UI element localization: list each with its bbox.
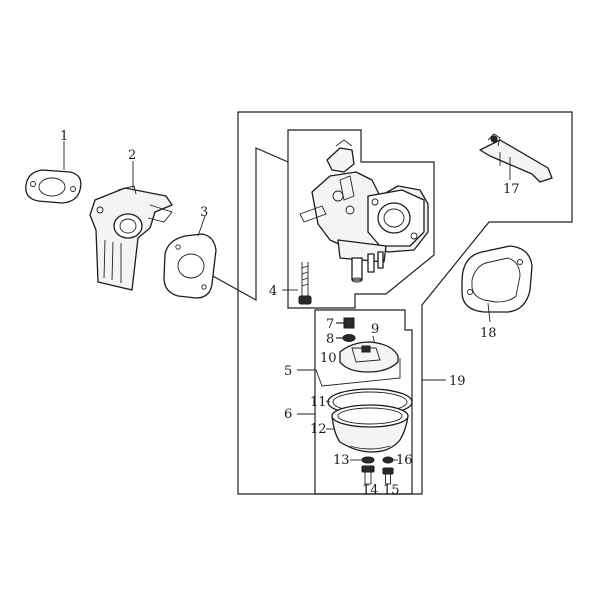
insulator-bracket-2 xyxy=(89,185,173,291)
washer-16 xyxy=(382,456,398,464)
label-18: 18 xyxy=(480,326,497,341)
screw-spring-4 xyxy=(298,262,312,305)
float-bowl-12 xyxy=(331,404,409,453)
label-12: 12 xyxy=(310,422,327,437)
carburetor-inner-boundary xyxy=(287,129,435,309)
washer-13 xyxy=(350,456,375,464)
label-11: 11 xyxy=(310,395,327,410)
label-6: 6 xyxy=(284,407,292,422)
gasket-18 xyxy=(461,245,533,313)
bolt-14 xyxy=(361,465,375,486)
assembly-19-boundary xyxy=(237,111,573,495)
float-10 xyxy=(339,341,399,373)
carburetor-body xyxy=(299,139,429,283)
label-10: 10 xyxy=(320,351,337,366)
gasket-3-leader xyxy=(210,147,289,302)
label-1: 1 xyxy=(60,129,68,144)
label-5: 5 xyxy=(284,364,292,379)
gasket-1 xyxy=(25,169,82,204)
label-9: 9 xyxy=(371,322,379,337)
label-17: 17 xyxy=(503,182,520,197)
gasket-3 xyxy=(163,233,217,299)
label-13: 13 xyxy=(333,453,350,468)
label-16: 16 xyxy=(396,453,413,468)
label-7: 7 xyxy=(326,317,334,332)
label-14: 14 xyxy=(362,483,379,498)
bowl-assembly-boundary xyxy=(314,309,413,495)
label-15: 15 xyxy=(383,483,400,498)
label-3: 3 xyxy=(200,205,208,220)
label-2: 2 xyxy=(128,148,136,163)
washer-8 xyxy=(336,334,356,342)
label-8: 8 xyxy=(326,332,334,347)
choke-lever-17 xyxy=(479,133,553,183)
jet-7 xyxy=(336,317,355,329)
label-4: 4 xyxy=(269,284,277,299)
label-19: 19 xyxy=(449,374,466,389)
drain-screw-15 xyxy=(382,467,394,485)
